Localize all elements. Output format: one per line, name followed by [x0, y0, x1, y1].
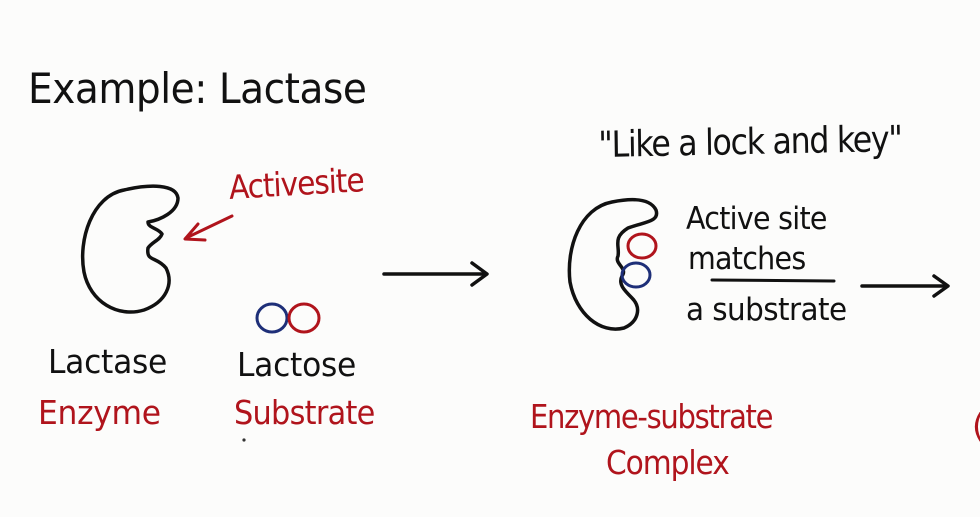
enzyme-role-label: Enzyme — [38, 393, 161, 432]
matches-note-line-3: a substrate — [686, 292, 847, 328]
complex-substrate-red-circle — [626, 232, 658, 260]
ink-dot — [242, 438, 246, 442]
active-site-pointer-head — [183, 222, 207, 242]
cropped-edge-mark: ( — [972, 406, 980, 445]
matches-note-line-1: Active site — [686, 201, 827, 237]
complex-label-line-1: Enzyme-substrate — [530, 397, 773, 436]
enzyme-name-label: Lactase — [48, 342, 168, 381]
substrate-name-label: Lactose — [237, 345, 357, 384]
matches-note-line-2: matches — [688, 241, 806, 277]
complex-enzyme-shape — [567, 197, 659, 331]
reaction-arrow-1-head — [470, 261, 489, 287]
substrate-blue-circle — [255, 302, 289, 334]
active-site-pointer-line — [184, 214, 234, 240]
complex-substrate-blue-circle — [620, 261, 652, 289]
substrate-role-label: Substrate — [234, 393, 375, 432]
enzyme-shape — [80, 184, 180, 314]
substrate-red-circle — [287, 302, 321, 334]
complex-label-line-2: Complex — [606, 443, 730, 482]
reaction-arrow-2-head — [932, 274, 950, 298]
matches-underline — [710, 278, 836, 283]
diagram-title: Example: Lactase — [28, 64, 367, 113]
